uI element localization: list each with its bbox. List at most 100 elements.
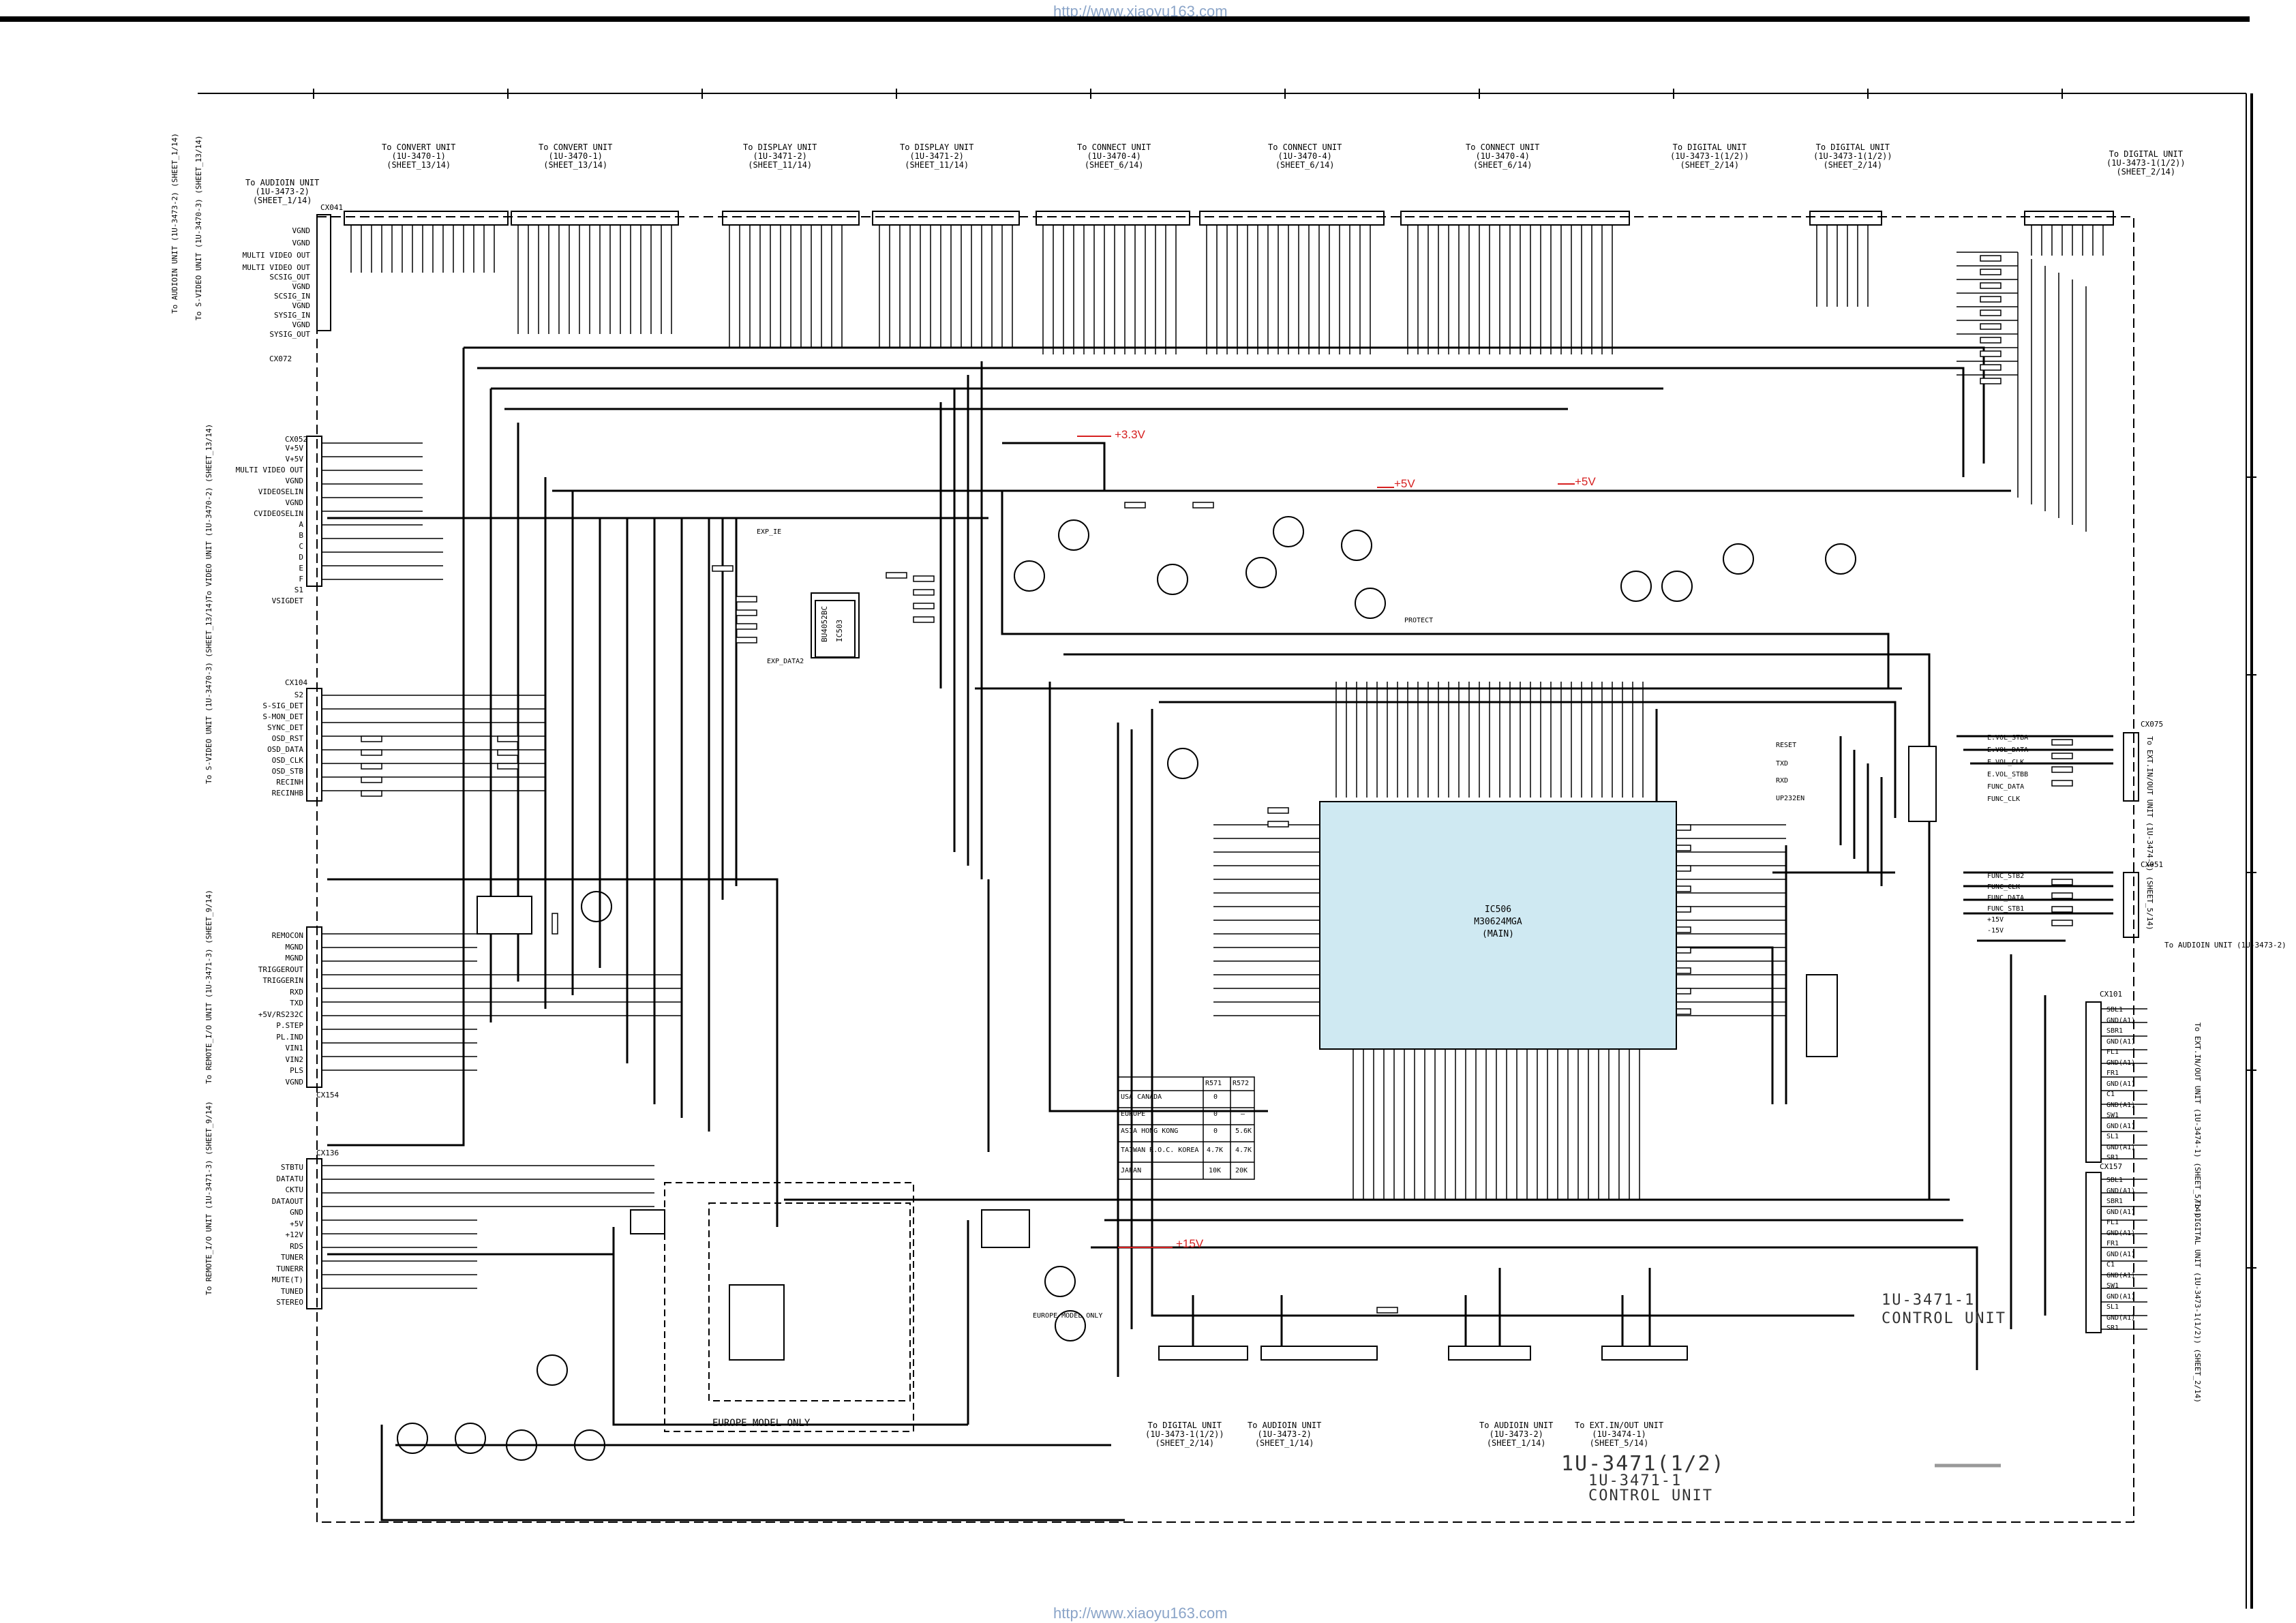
left-signal: VGND: [292, 226, 311, 235]
right-signal: SR1: [2106, 1324, 2119, 1332]
ic-main-ref: IC506: [1484, 905, 1512, 915]
right-signal: SR1: [2106, 1154, 2119, 1162]
right-signal: GND(A1): [2106, 1292, 2136, 1301]
table-cell: 4.7K: [1235, 1147, 1252, 1154]
right-side-label-extinout-2: To EXT.IN/OUT UNIT (1U-3474-1) (SHEET_5/…: [2193, 1022, 2202, 1217]
left-signal: V+5V: [285, 444, 304, 453]
watermark-url-bottom[interactable]: http://www.xiaoyu163.com: [1053, 1605, 1228, 1622]
bottom-header-audioin-2: To AUDIOIN UNIT (1U-3473-2) (SHEET_1/14): [1479, 1421, 1554, 1448]
right-signal: GND(A1): [2106, 1250, 2136, 1258]
left-signal: VGND: [285, 1077, 304, 1087]
ic-main-microcontroller[interactable]: IC506 M30624MGA (MAIN): [1319, 801, 1677, 1050]
left-signal: MULTI VIDEO OUT: [242, 251, 310, 260]
right-signal: SBL1: [2106, 1006, 2124, 1014]
side-label-svideo-2: To S-VIDEO UNIT (1U-3470-3) (SHEET_13/14…: [205, 598, 213, 784]
right-signal: FR1: [2106, 1070, 2119, 1077]
table-cell: 0: [1213, 1110, 1218, 1118]
left-signal: OSD_RST: [271, 734, 303, 743]
connector-cx072: CX072: [269, 354, 292, 363]
right-signal: FUNC_CLK: [1987, 883, 2021, 891]
table-row: USA CANADA: [1121, 1093, 1162, 1101]
left-signal: +12V: [285, 1230, 304, 1239]
left-signal-group-1: VGND VGND MULTI VIDEO OUT MULTI VIDEO OU…: [242, 225, 310, 274]
right-signal: GND(A1): [2106, 1037, 2136, 1046]
right-signal: FL1: [2106, 1048, 2119, 1056]
ic-small-ref: IC503: [835, 619, 844, 642]
connector-cx154: CX154: [316, 1091, 339, 1099]
table-head: R572: [1233, 1080, 1250, 1087]
left-signal: VSIGDET: [271, 596, 303, 605]
left-signal: +5V: [290, 1219, 303, 1228]
left-signal: VGND: [292, 282, 311, 291]
bottom-header-audioin-1: To AUDIOIN UNIT (1U-3473-2) (SHEET_1/14): [1248, 1421, 1322, 1448]
left-signal: MULTI VIDEO OUT: [242, 263, 310, 272]
left-signal: +5V/RS232C: [258, 1010, 303, 1019]
left-signal: SCSIG_IN: [274, 292, 310, 301]
left-signal: VIDEOSELIN: [258, 487, 303, 496]
left-signal-group-3: V+5V V+5V MULTI VIDEO OUT VGND VIDEOSELI…: [235, 443, 303, 607]
left-signal: D: [299, 553, 303, 562]
ic-small-part: BU4052BC: [820, 606, 829, 642]
left-signal: P.STEP: [276, 1021, 303, 1030]
left-signal: REMOCON: [271, 931, 303, 940]
left-signal: CVIDEOSELIN: [254, 509, 303, 518]
left-signal: SCSIG_OUT: [269, 273, 310, 282]
left-signal: PLS: [290, 1066, 303, 1075]
table-cell: 5.6K: [1235, 1127, 1252, 1135]
left-signal: VGND: [292, 239, 311, 247]
left-signal: SYNC_DET: [267, 723, 303, 732]
right-signal: FUNC_CLK: [1987, 795, 2021, 803]
side-label-remote-2: To REMOTE_I/O UNIT (1U-3471-3) (SHEET_9/…: [205, 1101, 213, 1295]
right-signal: -15V: [1987, 927, 2004, 935]
right-signal: C1: [2106, 1091, 2115, 1098]
connector-cx041: CX041: [320, 203, 344, 212]
right-signal: GND(A1): [2106, 1016, 2136, 1025]
table-cell: —: [1241, 1110, 1245, 1118]
left-signal: F: [299, 575, 303, 583]
bottom-header-digital: To DIGITAL UNIT (1U-3473-1(1/2)) (SHEET_…: [1145, 1421, 1224, 1448]
connector-cx101: CX101: [2100, 990, 2123, 999]
net-exp-data2: EXP_DATA2: [767, 658, 804, 665]
left-signal: VIN1: [285, 1044, 304, 1052]
net-protect: PROTECT: [1404, 617, 1434, 624]
right-signal: GND(A1): [2106, 1059, 2136, 1067]
left-signal: VGND: [292, 301, 311, 310]
left-signal: TUNED: [280, 1286, 303, 1296]
right-signal-group-4: SBL1 GND(A1) SBR1 GND(A1) FL1 GND(A1) FR…: [2106, 1175, 2161, 1334]
right-signal: SL1: [2106, 1303, 2119, 1311]
left-signal: STEREO: [276, 1298, 303, 1307]
left-signal: TUNER: [280, 1253, 303, 1262]
left-signal: S1: [294, 586, 303, 594]
net-up232en: UP232EN: [1776, 795, 1805, 802]
left-signal: OSD_DATA: [267, 745, 303, 754]
right-signal: GND(A1): [2106, 1271, 2136, 1279]
conn-header-connect-2: To CONNECT UNIT (1U-3470-4) (SHEET_6/14): [1268, 142, 1342, 170]
side-label-svideo: To S-VIDEO UNIT (1U-3470-3) (SHEET_13/14…: [194, 135, 203, 320]
rail-label-15v: +15V: [1176, 1237, 1204, 1250]
left-signal: TUNERR: [276, 1264, 303, 1273]
left-signal: RDS: [290, 1241, 303, 1251]
left-signal: SYSIG_IN: [274, 311, 310, 320]
table-row: JAPAN: [1121, 1167, 1142, 1174]
right-signal: SBL1: [2106, 1177, 2124, 1184]
right-signal: E.VOL_STBA: [1987, 734, 2029, 742]
right-signal-group-3: SBL1 GND(A1) SBR1 GND(A1) FL1 GND(A1) FR…: [2106, 1005, 2161, 1164]
right-signal: SW1: [2106, 1112, 2119, 1119]
left-signal: RECINHB: [271, 789, 303, 798]
side-label-audioin: To AUDIOIN UNIT (1U-3473-2) (SHEET_1/14): [170, 133, 179, 314]
net-reset: RESET: [1776, 742, 1797, 749]
table-row: ASIA HONG KONG: [1121, 1127, 1179, 1135]
left-signal: TRIGGEROUT: [258, 965, 303, 974]
bottom-header-extinout: To EXT.IN/OUT UNIT (1U-3474-1) (SHEET_5/…: [1575, 1421, 1664, 1448]
left-signal: MGND: [285, 942, 304, 952]
connector-cx157: CX157: [2100, 1162, 2123, 1171]
ic-analog-switch[interactable]: BU4052BC IC503: [815, 600, 856, 658]
left-signal: VGND: [285, 476, 304, 485]
title-unit-big: 1U-3471(1/2): [1561, 1452, 1725, 1476]
title-unit-small: 1U-3471-1: [1882, 1292, 1976, 1309]
right-signal: GND(A1): [2106, 1101, 2136, 1109]
conn-header-audioin: To AUDIOIN UNIT (1U-3473-2) (SHEET_1/14): [245, 178, 320, 205]
left-signal: S-SIG_DET: [262, 701, 303, 710]
left-signal: GND: [290, 1208, 303, 1217]
